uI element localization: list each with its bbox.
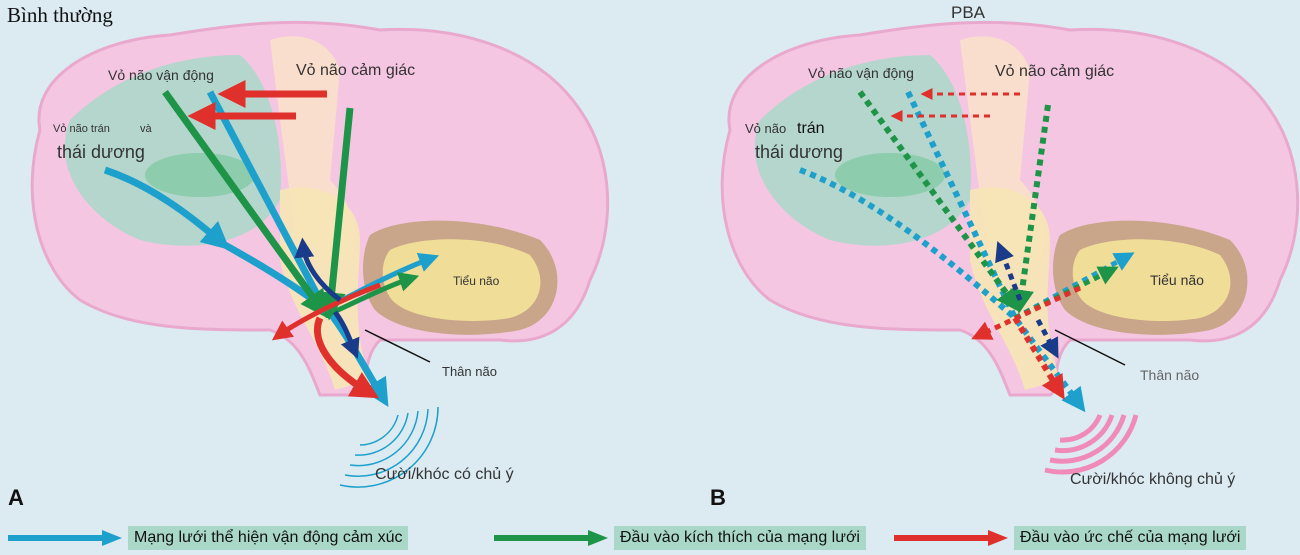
label-brainstem-a: Thân não bbox=[442, 364, 497, 379]
arrow-temporal-blue bbox=[103, 166, 230, 250]
voluntary-waves bbox=[339, 406, 439, 488]
label-temporal-b: thái dương bbox=[755, 142, 843, 162]
arrow-cerebellum-green-dashed bbox=[1013, 266, 1119, 321]
panel-a: Bình thường Vỏ não vận động Vỏ não cảm g… bbox=[7, 3, 610, 510]
arrow-sensory-green bbox=[317, 107, 354, 321]
label-sensory-cortex-a: Vỏ não cảm giác bbox=[296, 62, 415, 79]
label-outcome-a: Cười/khóc có chủ ý bbox=[375, 466, 514, 483]
panel-a-title: Bình thường bbox=[7, 3, 113, 27]
red-arrow-icon bbox=[894, 530, 1008, 546]
label-frontal-big-b: trán bbox=[797, 120, 825, 137]
arrow-navy-down bbox=[332, 310, 360, 359]
label-brainstem-b: Thân não bbox=[1140, 367, 1199, 383]
arrow-navy-up-dashed bbox=[995, 240, 1023, 301]
brainstem-pointer bbox=[364, 329, 431, 363]
panel-a-letter: A bbox=[8, 485, 24, 510]
legend-label: Mạng lưới thể hiện vận động cảm xúc bbox=[128, 526, 409, 550]
arrow-red-left-dashed bbox=[971, 285, 1082, 340]
label-frontal-a: Vỏ não trán bbox=[53, 123, 110, 135]
arrow-navy-up bbox=[294, 237, 342, 302]
label-outcome-b: Cười/khóc không chủ ý bbox=[1070, 471, 1235, 488]
panel-b-letter: B bbox=[710, 485, 726, 510]
arrow-sensory-green-dashed bbox=[1010, 104, 1051, 314]
legend-item-emotional-motor: Mạng lưới thể hiện vận động cảm xúc bbox=[6, 526, 409, 550]
arrow-red-left bbox=[271, 282, 381, 341]
brainstem-pointer-b bbox=[1054, 329, 1126, 366]
label-and-a: và bbox=[140, 123, 153, 135]
panel-b: PBA Vỏ não vận động Vỏ não cảm giác Vỏ n… bbox=[710, 3, 1300, 510]
label-cerebellum-a: Tiểu não bbox=[453, 274, 500, 288]
label-frontal-b: Vỏ não bbox=[745, 121, 786, 136]
panel-b-title: PBA bbox=[951, 3, 986, 22]
label-cerebellum-b: Tiểu não bbox=[1150, 272, 1204, 288]
legend-label: Đầu vào kích thích của mạng lưới bbox=[614, 526, 866, 550]
legend-item-excitatory: Đầu vào kích thích của mạng lưới bbox=[492, 526, 866, 550]
arrow-red-down bbox=[313, 316, 380, 399]
arrow-cerebellum-green bbox=[323, 272, 420, 319]
label-motor-cortex-a: Vỏ não vận động bbox=[108, 67, 214, 83]
label-sensory-cortex-b: Vỏ não cảm giác bbox=[995, 63, 1114, 80]
label-temporal-a: thái dương bbox=[57, 142, 145, 162]
label-motor-cortex-b: Vỏ não vận động bbox=[808, 65, 914, 81]
involuntary-waves bbox=[1044, 413, 1139, 475]
legend-item-inhibitory: Đầu vào ức chế của mạng lưới bbox=[892, 526, 1247, 550]
legend-label: Đầu vào ức chế của mạng lưới bbox=[1014, 526, 1247, 550]
arrow-red-down-dashed bbox=[1012, 316, 1065, 400]
arrow-temporal-blue-dashed bbox=[798, 167, 1017, 321]
blue-arrow-icon bbox=[8, 530, 122, 546]
green-arrow-icon bbox=[494, 530, 608, 546]
